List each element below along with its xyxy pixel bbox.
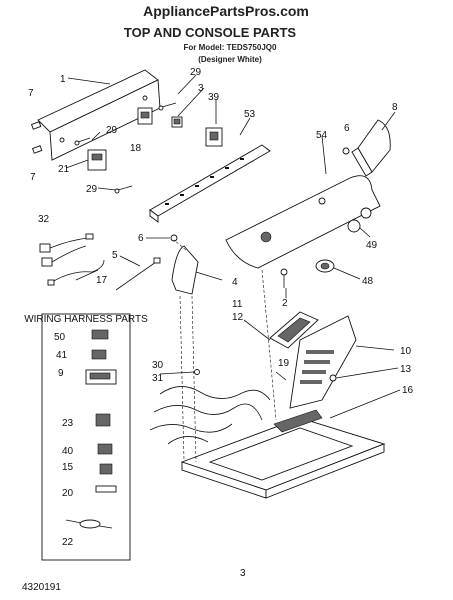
switch-3 [171, 116, 183, 128]
label-31: 31 [152, 373, 164, 384]
label-17: 17 [96, 275, 108, 286]
top-panel-16 [180, 409, 386, 499]
console-54 [225, 175, 381, 269]
leader-lines [65, 74, 401, 419]
screw-6-right [342, 147, 350, 155]
alignment-lines [173, 239, 277, 463]
lint-housing-10 [289, 315, 357, 409]
screw-29-mid [74, 137, 91, 146]
switch-21 [87, 149, 107, 171]
timer-39 [205, 127, 223, 147]
label-29-top: 29 [190, 67, 202, 78]
label-4: 4 [232, 277, 238, 288]
label-12: 12 [232, 312, 244, 323]
label-16: 16 [402, 385, 414, 396]
model-line: For Model: TEDS750JQ0 [184, 43, 277, 52]
label-49: 49 [366, 240, 378, 251]
label-21: 21 [58, 164, 70, 175]
screw-6-left [170, 234, 178, 242]
lint-screen-11 [269, 311, 319, 349]
label-48: 48 [362, 276, 374, 287]
end-cap-8 [351, 119, 391, 177]
label-22: 22 [62, 537, 74, 548]
doc-number: 4320191 [22, 582, 61, 593]
label-39: 39 [208, 92, 220, 103]
label-1: 1 [60, 74, 66, 85]
label-8: 8 [392, 102, 398, 113]
label-50: 50 [54, 332, 66, 343]
screw-29-low [114, 185, 133, 194]
watermark: AppliancePartsPros.com [143, 3, 309, 19]
screw-13 [329, 374, 337, 382]
screw-2 [280, 268, 288, 288]
wire-32 [39, 233, 94, 267]
label-7-top: 7 [28, 88, 34, 99]
clip-30 [194, 369, 200, 375]
label-23: 23 [62, 418, 74, 429]
wire-17 [47, 259, 105, 286]
label-19: 19 [278, 358, 290, 369]
label-6-right: 6 [344, 123, 350, 134]
harness-box-title: WIRING HARNESS PARTS [24, 314, 148, 325]
label-6-left: 6 [138, 233, 144, 244]
label-30: 30 [152, 360, 164, 371]
page-number: 3 [240, 568, 246, 579]
label-2: 2 [282, 298, 288, 309]
label-54: 54 [316, 130, 328, 141]
screw-7-bottom [31, 145, 43, 154]
label-9: 9 [58, 368, 64, 379]
label-3: 3 [198, 83, 204, 94]
label-41: 41 [56, 350, 68, 361]
wire-harness-31 [149, 386, 271, 445]
label-20: 20 [62, 488, 74, 499]
label-40: 40 [62, 446, 74, 457]
wiring-harness-box: WIRING HARNESS PARTS [24, 313, 148, 561]
variant-label: (Designer White) [198, 55, 262, 64]
knob-48 [315, 259, 335, 273]
label-10: 10 [400, 346, 412, 357]
knob-49 [347, 207, 372, 233]
page-title: TOP AND CONSOLE PARTS [124, 25, 296, 40]
label-53: 53 [244, 109, 256, 120]
wire-5 [115, 257, 161, 291]
label-11: 11 [232, 299, 243, 310]
label-13: 13 [400, 364, 412, 375]
screw-7-top [30, 121, 42, 130]
screw-29-top [158, 102, 177, 111]
rear-console-panel [37, 69, 161, 161]
label-32: 32 [38, 214, 50, 225]
label-7-bottom: 7 [30, 172, 36, 183]
label-5: 5 [112, 250, 118, 261]
label-29-mid: 29 [106, 125, 118, 136]
console-bracket-53 [149, 144, 271, 223]
label-18: 18 [130, 143, 142, 154]
end-cap-4 [171, 245, 199, 295]
switch-18 [137, 107, 153, 125]
label-29-low: 29 [86, 184, 98, 195]
callout-labels: 1 7 7 29 3 39 53 8 6 29 18 21 29 54 49 3… [28, 67, 414, 548]
label-15: 15 [62, 462, 74, 473]
